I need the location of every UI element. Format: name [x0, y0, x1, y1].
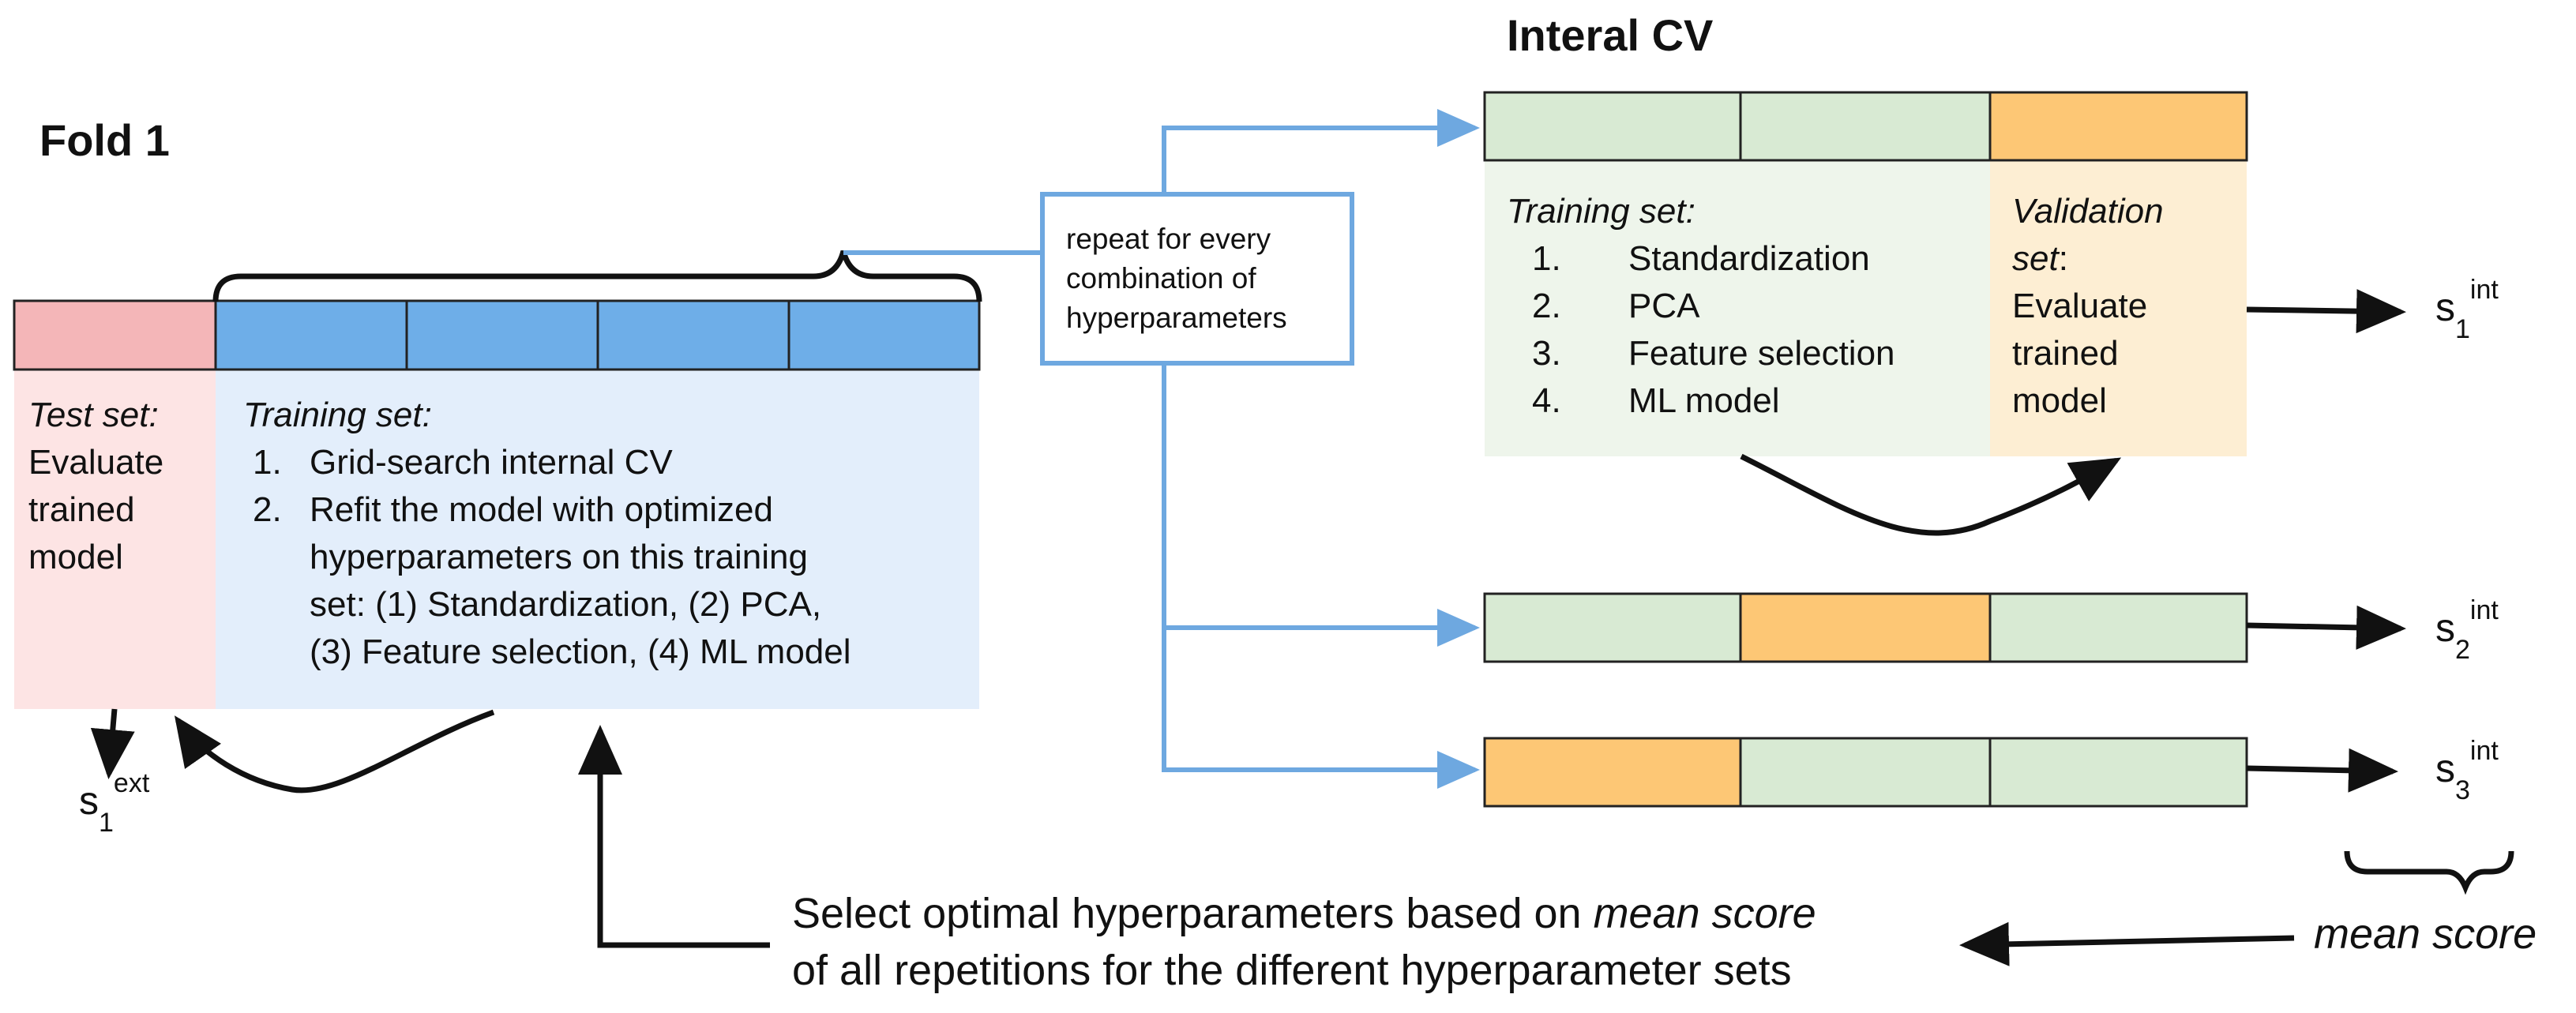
outer-train-item-2-line-2: hyperparameters on this training	[310, 538, 808, 576]
inner-train-text: Training set: 1. Standardization 2. PCA …	[1507, 188, 1895, 425]
cv-row3-segment-2	[1739, 737, 1992, 808]
cv-row2-segment-2	[1739, 592, 1992, 663]
train-to-test-arrow	[174, 709, 495, 794]
score-int-1-sub: 1	[2455, 314, 2470, 344]
outer-train-bar-segment-2	[405, 299, 599, 371]
outer-test-line-1: Evaluate	[28, 443, 164, 482]
inner-train-item-2-num: 2.	[1532, 287, 1561, 325]
inner-train-item-4-num: 4.	[1532, 381, 1561, 420]
internal-cv-title: Interal CV	[1507, 10, 1714, 60]
bottom-caption: Select optimal hyperparameters based on …	[792, 885, 1816, 999]
score-int-3: s3 int	[2435, 736, 2499, 805]
repeat-line-3: hyperparameters	[1066, 302, 1287, 334]
outer-train-item-2-line-1: Refit the model with optimized	[310, 490, 773, 529]
inner-train-item-3-num: 3.	[1532, 334, 1561, 373]
outer-train-item-2-line-3: set: (1) Standardization, (2) PCA,	[310, 585, 822, 624]
outer-test-line-3: model	[28, 538, 123, 576]
inner-train-item-2: 2. PCA	[1507, 283, 1895, 330]
score-int-1-sup: int	[2469, 275, 2499, 305]
score-int-1-base: s	[2435, 285, 2455, 329]
outer-train-bar-segment-4	[787, 299, 981, 371]
inner-train-item-4-text: ML model	[1628, 381, 1780, 420]
inner-val-title-colon: :	[2058, 239, 2068, 278]
inner-val-line-1: Evaluate	[2012, 287, 2148, 325]
training-brace	[212, 250, 982, 302]
inner-train-item-1-num: 1.	[1532, 239, 1561, 278]
outer-train-item-2: 2. Refit the model with optimized hyperp…	[243, 486, 851, 676]
outer-train-text: Training set: 1. Grid-search internal CV…	[243, 392, 851, 676]
outer-test-text: Test set: Evaluate trained model	[28, 392, 163, 581]
cv-row3-segment-3	[1988, 737, 2248, 808]
mean-score-brace	[2344, 850, 2514, 895]
bottom-line-1-em: mean score	[1593, 890, 1816, 937]
cv-row1-segment-3	[1988, 91, 2248, 162]
inner-val-title-b: set	[2012, 239, 2059, 278]
cv-row3-segment-1	[1483, 737, 1742, 808]
outer-test-title: Test set:	[28, 396, 159, 434]
outer-train-title: Training set:	[243, 396, 432, 434]
outer-train-item-2-num: 2.	[253, 490, 282, 529]
fold-title: Fold 1	[39, 115, 170, 165]
inner-val-background	[1990, 160, 2247, 456]
score-int-3-sup: int	[2469, 736, 2499, 766]
cv-row2-segment-3	[1988, 592, 2248, 663]
score-int-3-sub: 3	[2455, 775, 2470, 805]
test-to-ext-score-arrow	[90, 708, 135, 779]
outer-train-bar-segment-1	[214, 299, 408, 371]
inner-val-title-a: Validation	[2012, 192, 2164, 231]
repeat-box-text: repeat for every combination of hyperpar…	[1066, 219, 1287, 338]
select-optimal-arrow	[578, 725, 770, 948]
outer-train-bar-segment-3	[596, 299, 790, 371]
mean-score-arrow	[1959, 921, 2295, 966]
score-arrow-row1	[2246, 289, 2406, 334]
bottom-line-1-pre: Select optimal hyperparameters based on	[792, 890, 1594, 937]
score-int-2: s2 int	[2435, 595, 2499, 665]
score-ext-sub: 1	[99, 808, 114, 838]
outer-train-item-1-text: Grid-search internal CV	[310, 443, 673, 482]
repeat-line-1: repeat for every	[1066, 223, 1271, 255]
outer-test-line-2: trained	[28, 490, 135, 529]
cv-row2-segment-1	[1483, 592, 1742, 663]
bottom-line-2: of all repetitions for the different hyp…	[792, 947, 1792, 994]
inner-val-text: Validation set: Evaluate trained model	[2012, 188, 2164, 425]
outer-train-item-2-line-4: (3) Feature selection, (4) ML model	[310, 632, 851, 671]
score-arrow-row3	[2246, 748, 2398, 793]
inner-train-item-3-text: Feature selection	[1628, 334, 1895, 373]
inner-train-item-2-text: PCA	[1628, 287, 1700, 325]
cv-row1-segment-2	[1739, 91, 1992, 162]
score-ext-sup: ext	[113, 768, 150, 798]
repeat-up-connector	[1162, 109, 1480, 194]
inner-train-item-1-text: Standardization	[1628, 239, 1870, 278]
inner-train-item-1: 1. Standardization	[1507, 235, 1895, 283]
repeat-line-2: combination of	[1066, 262, 1256, 295]
score-int-2-base: s	[2435, 606, 2455, 650]
inner-train-title: Training set:	[1507, 192, 1695, 231]
outer-train-item-1: 1. Grid-search internal CV	[243, 439, 851, 486]
inner-train-item-3: 3. Feature selection	[1507, 330, 1895, 377]
outer-train-background	[216, 370, 979, 709]
score-ext-base: s	[79, 779, 99, 823]
mean-score-label: mean score	[2314, 910, 2537, 958]
score-int-2-sup: int	[2469, 595, 2499, 625]
outer-test-bar	[13, 299, 217, 371]
inner-train-background	[1485, 160, 1990, 456]
score-int-3-base: s	[2435, 746, 2455, 790]
bottom-line-1: Select optimal hyperparameters based on …	[792, 885, 1816, 942]
score-arrow-row2	[2246, 605, 2406, 650]
inner-val-line-2: trained	[2012, 334, 2119, 373]
inner-train-item-4: 4. ML model	[1507, 377, 1895, 425]
train-to-validation-arrow	[1740, 453, 2122, 536]
score-int-1: s1 int	[2435, 275, 2499, 344]
outer-train-item-1-num: 1.	[253, 443, 282, 482]
score-int-2-sub: 2	[2455, 635, 2470, 665]
repeat-down-connector	[1162, 363, 1480, 789]
score-ext: s1 ext	[79, 768, 149, 838]
inner-val-line-3: model	[2012, 381, 2107, 420]
outer-test-background	[14, 370, 216, 709]
repeat-box-frame	[1040, 192, 1354, 366]
cv-row1-segment-1	[1483, 91, 1742, 162]
